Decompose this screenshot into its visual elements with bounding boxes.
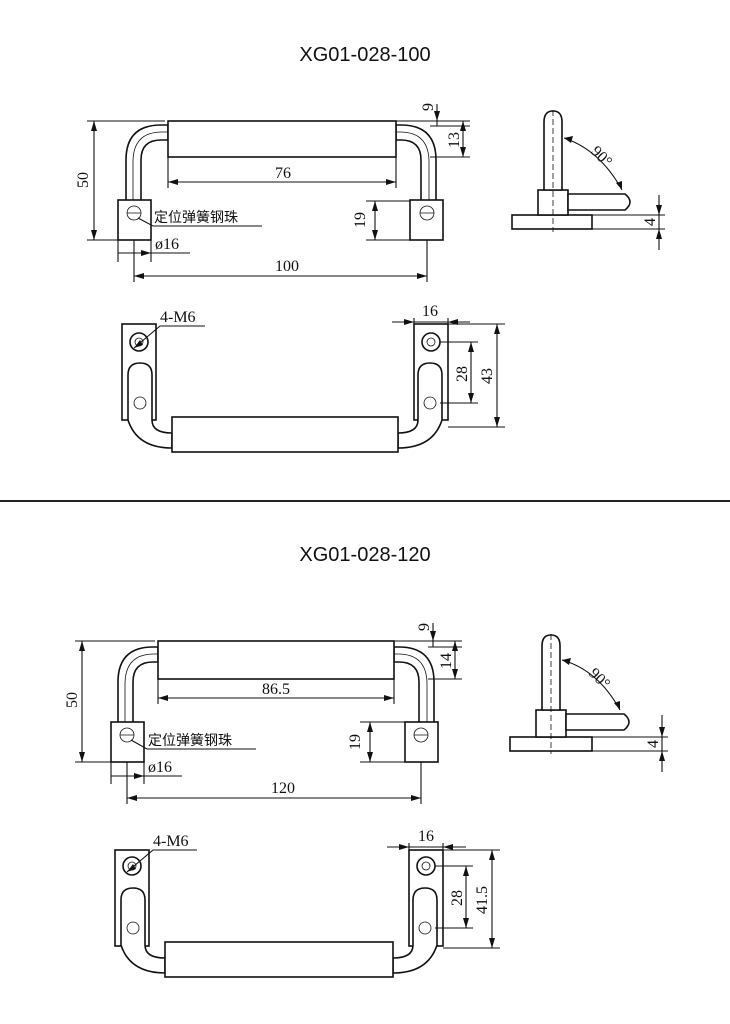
section-divider [0,500,730,502]
dim-dia-1: ø16 [117,236,190,262]
drawing-1: 50 76 9 13 19 定位弹簧钢 [75,103,665,453]
side-view-1: 90° 4 [511,110,665,250]
note-2: 定位弹簧钢珠 [130,733,256,750]
note-1: 定位弹簧钢珠 [137,210,262,227]
label-120: 120 [271,780,295,797]
label-dia: ø16 [148,759,172,776]
label-19: 19 [347,734,364,750]
label-9: 9 [420,103,437,111]
label-holes-1: 4-M6 [160,309,196,326]
note-label-2: 定位弹簧钢珠 [148,733,232,749]
front-view-2 [110,640,439,763]
dim-120-2: 120 [126,762,422,804]
label-16-2: 16 [418,828,434,845]
label-86-5: 86.5 [262,681,290,698]
top-view-1: 4-M6 16 28 43 [121,303,505,453]
dim-100-1: 100 [133,240,428,282]
label-100: 100 [275,258,299,275]
dim-76-1: 76 [167,157,397,188]
label-14: 14 [438,653,455,669]
label-28-2: 28 [449,890,466,906]
label-holes-2: 4-M6 [153,833,189,850]
dim-19-2: 19 [347,721,405,763]
label-4-1: 4 [642,218,659,226]
note-label-1: 定位弹簧钢珠 [154,210,238,226]
label-50: 50 [64,692,81,708]
dim-76-2: 86.5 [157,679,395,704]
dim-9-13-1: 9 13 [396,103,470,158]
side-view-2: 90° 4 [509,634,668,772]
dim-50-2: 50 [64,640,155,763]
label-76: 76 [275,165,291,182]
label-43-1: 43 [479,368,496,384]
drawing-2: 50 86.5 9 14 19 定位弹簧钢珠 [64,623,668,978]
drawing-title-2: XG01-028-120 [299,544,431,566]
label-dia: ø16 [155,236,179,253]
front-view-1 [117,120,444,241]
label-19: 19 [352,212,369,228]
label-50: 50 [75,172,92,188]
top-view-2: 4-M6 16 28 41.5 [114,828,500,978]
drawing-title-1: XG01-028-100 [299,44,431,66]
label-16-1: 16 [422,303,438,320]
dim-9-14-2: 9 14 [394,623,462,680]
label-4-2: 4 [645,740,662,748]
dim-19-1: 19 [352,200,410,241]
label-13: 13 [446,132,463,148]
label-angle-2: 90° [585,665,613,693]
label-angle-1: 90° [587,143,615,171]
label-41-5: 41.5 [474,886,491,914]
dim-dia-2: ø16 [110,759,182,784]
label-9: 9 [416,623,433,631]
dim-50-1: 50 [75,120,165,241]
label-28-1: 28 [454,366,471,382]
